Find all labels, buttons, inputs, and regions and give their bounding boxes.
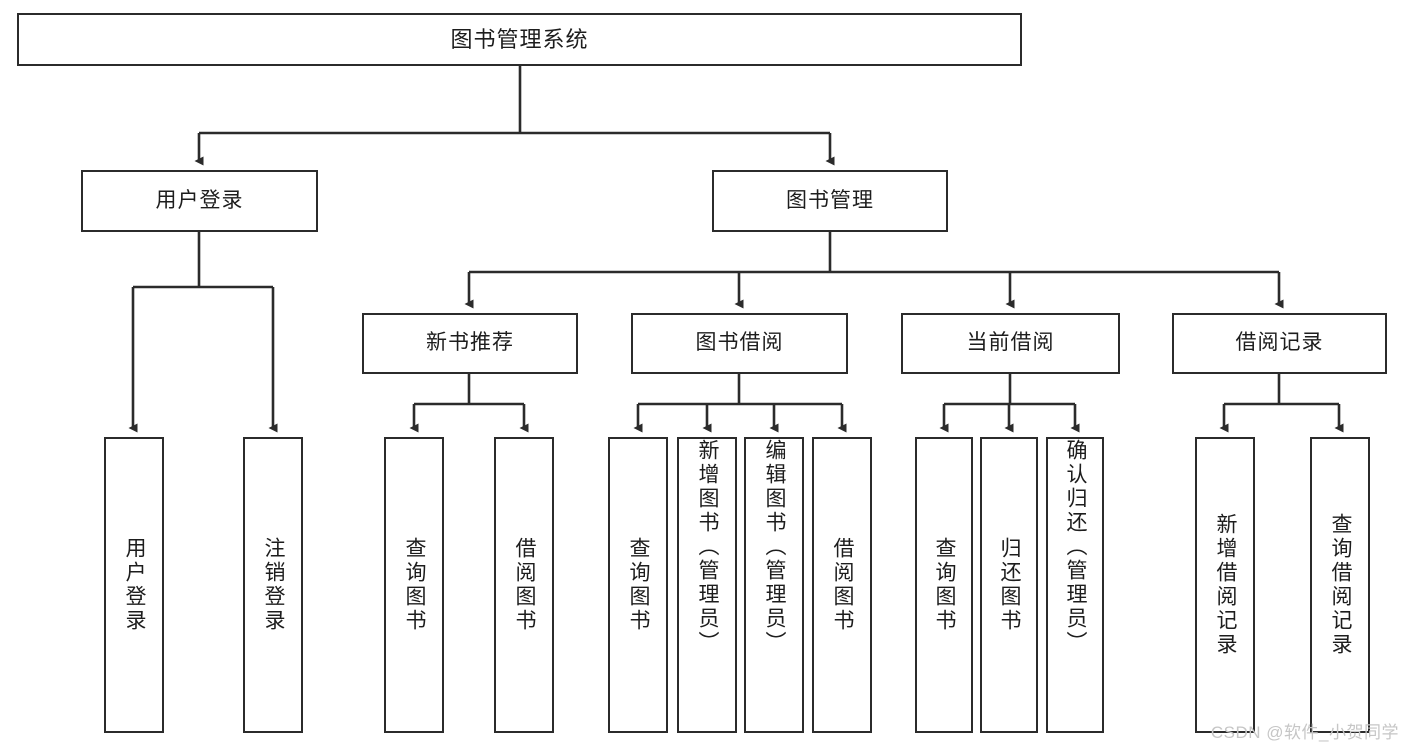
leaf-record-query-record[interactable]: 查询借阅记录 [1310, 437, 1370, 733]
leaf-current-confirm-return-admin[interactable]: 确认归还（管理员） [1046, 437, 1104, 733]
node-label: 归还图书 [998, 537, 1022, 633]
node-current-borrow[interactable]: 当前借阅 [901, 313, 1120, 374]
leaf-user-logout[interactable]: 注销登录 [243, 437, 303, 733]
node-label: 借阅记录 [1235, 331, 1324, 355]
leaf-recommend-borrow-book[interactable]: 借阅图书 [494, 437, 554, 733]
node-label: 图书借阅 [695, 331, 784, 355]
node-label: 用户登录 [155, 188, 244, 212]
node-label: 查询借阅记录 [1329, 513, 1353, 657]
leaf-borrow-borrow-book[interactable]: 借阅图书 [812, 437, 872, 733]
node-label: 注销登录 [262, 537, 286, 633]
node-user-login[interactable]: 用户登录 [81, 170, 318, 232]
node-label: 查询图书 [933, 537, 957, 633]
node-system-root[interactable]: 图书管理系统 [17, 13, 1022, 66]
node-label: 用户登录 [123, 537, 147, 633]
leaf-borrow-query-book[interactable]: 查询图书 [608, 437, 668, 733]
leaf-current-query-book[interactable]: 查询图书 [915, 437, 973, 733]
leaf-borrow-add-book-admin[interactable]: 新增图书（管理员） [677, 437, 737, 733]
node-borrow-record[interactable]: 借阅记录 [1172, 313, 1387, 374]
node-label: 借阅图书 [831, 537, 855, 633]
node-label: 新书推荐 [426, 331, 514, 355]
node-label: 图书管理系统 [450, 26, 589, 52]
leaf-recommend-query-book[interactable]: 查询图书 [384, 437, 444, 733]
node-label: 当前借阅 [966, 331, 1055, 355]
leaf-record-add-record[interactable]: 新增借阅记录 [1195, 437, 1255, 733]
node-label: 编辑图书（管理员） [763, 439, 787, 655]
node-label: 确认归还（管理员） [1064, 439, 1088, 655]
node-label: 图书管理 [786, 188, 874, 212]
leaf-user-login[interactable]: 用户登录 [104, 437, 164, 733]
node-label: 借阅图书 [513, 537, 537, 633]
node-label: 查询图书 [403, 537, 427, 633]
node-label: 新增图书（管理员） [696, 439, 720, 655]
leaf-current-return-book[interactable]: 归还图书 [980, 437, 1038, 733]
node-new-book-recommend[interactable]: 新书推荐 [362, 313, 578, 374]
leaf-borrow-edit-book-admin[interactable]: 编辑图书（管理员） [744, 437, 804, 733]
node-book-borrow[interactable]: 图书借阅 [631, 313, 848, 374]
node-book-management[interactable]: 图书管理 [712, 170, 948, 232]
node-label: 查询图书 [627, 537, 651, 633]
node-label: 新增借阅记录 [1214, 513, 1238, 657]
